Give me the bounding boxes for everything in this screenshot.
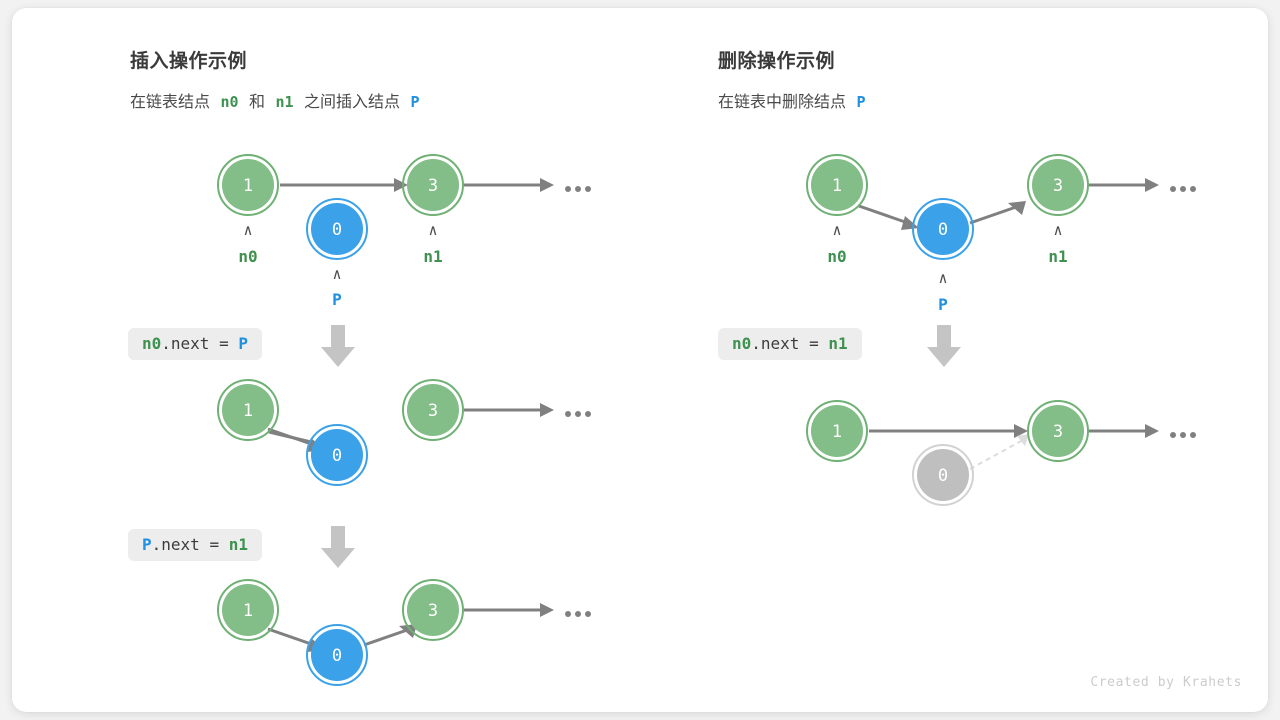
node-value: 1 — [243, 176, 253, 196]
code-token-p: P — [238, 334, 248, 353]
pointer-label-p: P — [332, 290, 342, 309]
code-token-n0: n0 — [732, 334, 752, 353]
panel-insert-subtitle: 在链表结点 n0 和 n1 之间插入结点 P — [130, 88, 425, 112]
code-token-p: P — [142, 535, 152, 554]
panel-delete: 删除操作示例 在链表中删除结点 P 1 ∧ n0 — [640, 8, 1268, 712]
subtitle-code-n0: n0 — [220, 93, 239, 111]
pointer-label-n1: n1 — [423, 247, 442, 266]
node-value: 1 — [832, 176, 842, 196]
caret-icon: ∧ — [243, 221, 252, 239]
node-value: 0 — [332, 646, 342, 666]
node-value: 0 — [332, 220, 342, 240]
node-value: 0 — [332, 446, 342, 466]
node-value: 3 — [428, 176, 438, 196]
caret-icon: ∧ — [428, 221, 437, 239]
pointer-label-n0: n0 — [827, 247, 846, 266]
subtitle-code-p: P — [410, 93, 420, 111]
code-p-next-n1: P.next = n1 — [128, 529, 262, 562]
code-token-next: .next = — [161, 334, 239, 353]
panel-insert-title: 插入操作示例 — [130, 51, 248, 72]
pointer-label-p: P — [938, 295, 948, 314]
panel-delete-subtitle: 在链表中删除结点 P — [718, 88, 872, 112]
subtitle-code-n1: n1 — [275, 93, 294, 111]
code-token-next: .next = — [751, 334, 829, 353]
node-value: 1 — [243, 601, 253, 621]
code-n0-next-p: n0.next = P — [128, 328, 262, 361]
code-token-n1: n1 — [828, 334, 848, 353]
node-value: 1 — [832, 422, 842, 442]
diagram-card: 插入操作示例 在链表结点 n0 和 n1 之间插入结点 P 1 ∧ n0 — [12, 8, 1268, 712]
subtitle-text-3: 之间插入结点 — [303, 94, 400, 111]
node-value: 0 — [938, 220, 948, 240]
down-arrow-icon — [927, 325, 961, 367]
down-arrow-icon — [321, 526, 355, 568]
node-value: 3 — [1053, 176, 1063, 196]
pointer-label-n0: n0 — [238, 247, 257, 266]
subtitle-code-p: P — [856, 93, 866, 111]
subtitle-text-1: 在链表结点 — [130, 94, 211, 111]
code-token-next: .next = — [151, 535, 229, 554]
caret-icon: ∧ — [938, 269, 947, 287]
panel-insert: 插入操作示例 在链表结点 n0 和 n1 之间插入结点 P 1 ∧ n0 — [12, 8, 640, 712]
caret-icon: ∧ — [832, 221, 841, 239]
code-token-n1: n1 — [228, 535, 248, 554]
down-arrow-icon — [321, 325, 355, 367]
pointer-label-n1: n1 — [1048, 247, 1067, 266]
credit-text: Created by Krahets — [1090, 675, 1242, 690]
panel-delete-title: 删除操作示例 — [718, 51, 836, 72]
node-value: 3 — [428, 601, 438, 621]
code-n0-next-n1: n0.next = n1 — [718, 328, 862, 361]
subtitle-text-1: 在链表中删除结点 — [718, 94, 847, 111]
node-value: 3 — [428, 401, 438, 421]
caret-icon: ∧ — [332, 265, 341, 283]
code-token-n0: n0 — [142, 334, 162, 353]
caret-icon: ∧ — [1053, 221, 1062, 239]
subtitle-text-2: 和 — [248, 94, 265, 111]
node-value: 1 — [243, 401, 253, 421]
node-value: 3 — [1053, 422, 1063, 442]
node-value-deleted: 0 — [938, 466, 948, 486]
